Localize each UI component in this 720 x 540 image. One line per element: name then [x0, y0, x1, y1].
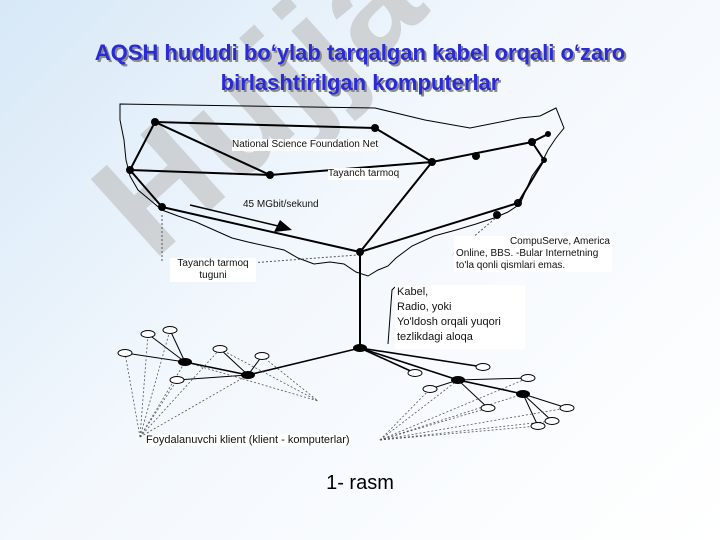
client-computer [254, 352, 270, 360]
backbone-node [266, 171, 274, 179]
backbone-link [431, 141, 533, 163]
backbone-node [528, 138, 536, 146]
client-computer [117, 349, 133, 357]
backbone-link [374, 127, 433, 163]
backbone-link [129, 169, 271, 176]
hub-node [451, 376, 465, 384]
label-services-line-1: CompuServe, America [509, 236, 610, 247]
page-title: AQSH hududi bo‘ylab tarqalgan kabel orqa… [0, 38, 720, 98]
backbone-link [129, 121, 156, 171]
backbone-node [356, 248, 364, 256]
client-computer [530, 422, 546, 430]
distribution-lines [184, 347, 524, 395]
backbone-nodes [126, 118, 551, 256]
backbone-link [359, 202, 519, 253]
label-services: CompuServe, America Online, BBS. -Bular … [454, 236, 612, 272]
label-services-line-2: Online, BBS. -Bular Internetning [456, 248, 599, 259]
client-computer [212, 345, 228, 353]
client-lines [124, 329, 568, 427]
label-backbone-node: Tayanch tarmoq tuguni [170, 258, 256, 282]
client-computer [140, 330, 156, 338]
usa-map-outline [119, 103, 565, 277]
backbone-node [428, 158, 436, 166]
client-nodes [117, 326, 575, 430]
backbone-node [158, 203, 166, 211]
backbone-link [154, 121, 271, 176]
backbone-link [517, 159, 545, 204]
client-computer [162, 326, 178, 334]
leader-lines [161, 215, 499, 264]
title-line-1: AQSH hududi bo‘ylab tarqalgan kabel orqa… [94, 40, 626, 65]
label-backbone-node-line-2: tuguni [199, 270, 227, 281]
label-nsf-net: National Science Foundation Net [232, 139, 379, 151]
hub-nodes [178, 344, 530, 398]
hub-node [241, 371, 255, 379]
label-backbone-node-line-1: Tayanch tarmoq [177, 258, 249, 269]
client-computer [544, 417, 560, 425]
label-link-types: Kabel, Radio, yoki Yo'ldosh orqali yuqor… [395, 285, 525, 349]
label-services-line-3: to'la qonli qismlari emas. [456, 260, 566, 271]
hub-node [178, 358, 192, 366]
label-backbone: Tayanch tarmoq [328, 168, 400, 180]
label-clients: Foydalanuvchi klient (klient - komputerl… [146, 434, 350, 446]
link-bracket [387, 286, 396, 345]
client-computer [480, 404, 496, 412]
label-link-line-4: tezlikdagi aloqa [397, 331, 473, 343]
backbone-node [151, 118, 159, 126]
figure-caption: 1- rasm [326, 472, 394, 494]
client-computer [407, 369, 423, 377]
backbone-node [514, 199, 522, 207]
backbone-node [493, 211, 501, 219]
client-computer [559, 404, 575, 412]
client-computer [169, 376, 185, 384]
hub-node [516, 390, 530, 398]
title-line-2: birlashtirilgan komputerlar [220, 70, 500, 95]
backbone-link [154, 121, 376, 129]
backbone-link [359, 161, 433, 253]
backbone-link [129, 169, 163, 208]
client-computer [422, 385, 438, 393]
label-link-line-1: Kabel, [397, 286, 429, 298]
backbone-node [371, 124, 379, 132]
label-speed: 45 MGbit/sekund [243, 199, 319, 210]
client-computer [475, 363, 491, 371]
client-dotted-lines [124, 329, 568, 441]
speed-arrow [189, 204, 292, 232]
client-computer [520, 374, 536, 382]
backbone-link [161, 206, 361, 253]
label-link-line-2: Radio, yoki [397, 301, 452, 313]
backbone-node [472, 152, 480, 160]
backbone-node [545, 131, 551, 137]
hub-node [353, 344, 367, 352]
backbone-node [541, 157, 547, 163]
label-link-line-3: Yo'ldosh orqali yuqori [397, 316, 501, 328]
backbone-node [126, 166, 134, 174]
